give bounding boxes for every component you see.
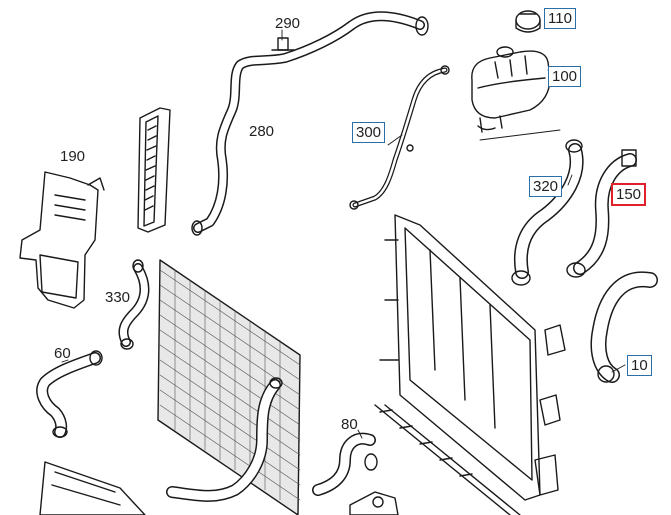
pipe-300 (349, 65, 450, 210)
label-320: 320 (529, 176, 563, 197)
hose-10 (590, 271, 658, 383)
hose-290-280 (191, 11, 429, 236)
hose-150 (566, 149, 637, 278)
radiator-main (379, 214, 566, 501)
bracket-190 (19, 171, 105, 309)
label-330: 330 (105, 289, 131, 306)
label-280: 280 (249, 123, 275, 140)
hose-lower-center (166, 377, 283, 502)
label-110: 110 (544, 8, 576, 29)
hose-320 (511, 139, 584, 286)
hose-60 (36, 350, 103, 438)
small-cooler (137, 107, 171, 233)
label-60: 60 (54, 345, 71, 362)
lower-cooler (39, 461, 146, 515)
label-10: 10 (627, 355, 652, 376)
lower-support (374, 404, 521, 515)
hose-80 (312, 432, 378, 496)
cap-110 (515, 10, 541, 33)
hose-330 (118, 259, 150, 350)
label-80: 80 (341, 416, 358, 433)
pump (349, 491, 399, 515)
label-190: 190 (60, 148, 86, 165)
label-100: 100 (548, 66, 582, 87)
label-290: 290 (275, 15, 301, 32)
label-300: 300 (352, 122, 386, 143)
label-150: 150 (611, 183, 647, 206)
leader-lines (61, 29, 626, 439)
expansion-tank-100 (471, 46, 551, 133)
